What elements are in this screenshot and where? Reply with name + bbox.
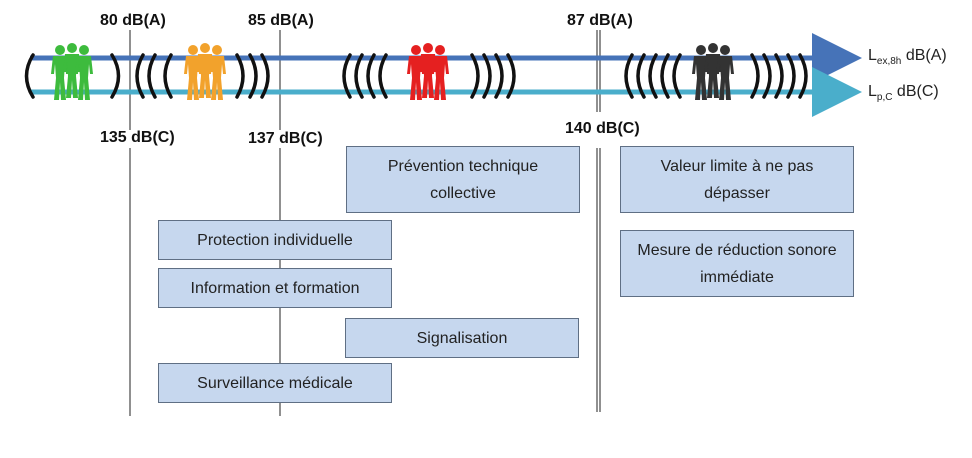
mesure-reduction-box: Mesure de réduction sonore immédiate (620, 230, 854, 297)
protection-individuelle-box: Protection individuelle (158, 220, 392, 260)
signalisation-box: Signalisation (345, 318, 579, 358)
information-formation-box: Information et formation (158, 268, 392, 308)
sound-waves (24, 53, 808, 99)
threshold-80-dba: 80 dB(A) (100, 12, 166, 29)
threshold-137-dbc: 137 dB(C) (248, 130, 323, 147)
prevention-technique-box: Prévention technique collective (346, 146, 580, 213)
surveillance-medicale-box: Surveillance médicale (158, 363, 392, 403)
threshold-87-dba: 87 dB(A) (567, 12, 633, 29)
threshold-135-dbc: 135 dB(C) (100, 129, 175, 146)
axis-label-lpc: Lp,C dB(C) (868, 83, 939, 103)
threshold-140-dbc: 140 dB(C) (565, 120, 640, 137)
threshold-85-dba: 85 dB(A) (248, 12, 314, 29)
axis-label-lex: Lex,8h dB(A) (868, 47, 947, 67)
valeur-limite-box: Valeur limite à ne pas dépasser (620, 146, 854, 213)
